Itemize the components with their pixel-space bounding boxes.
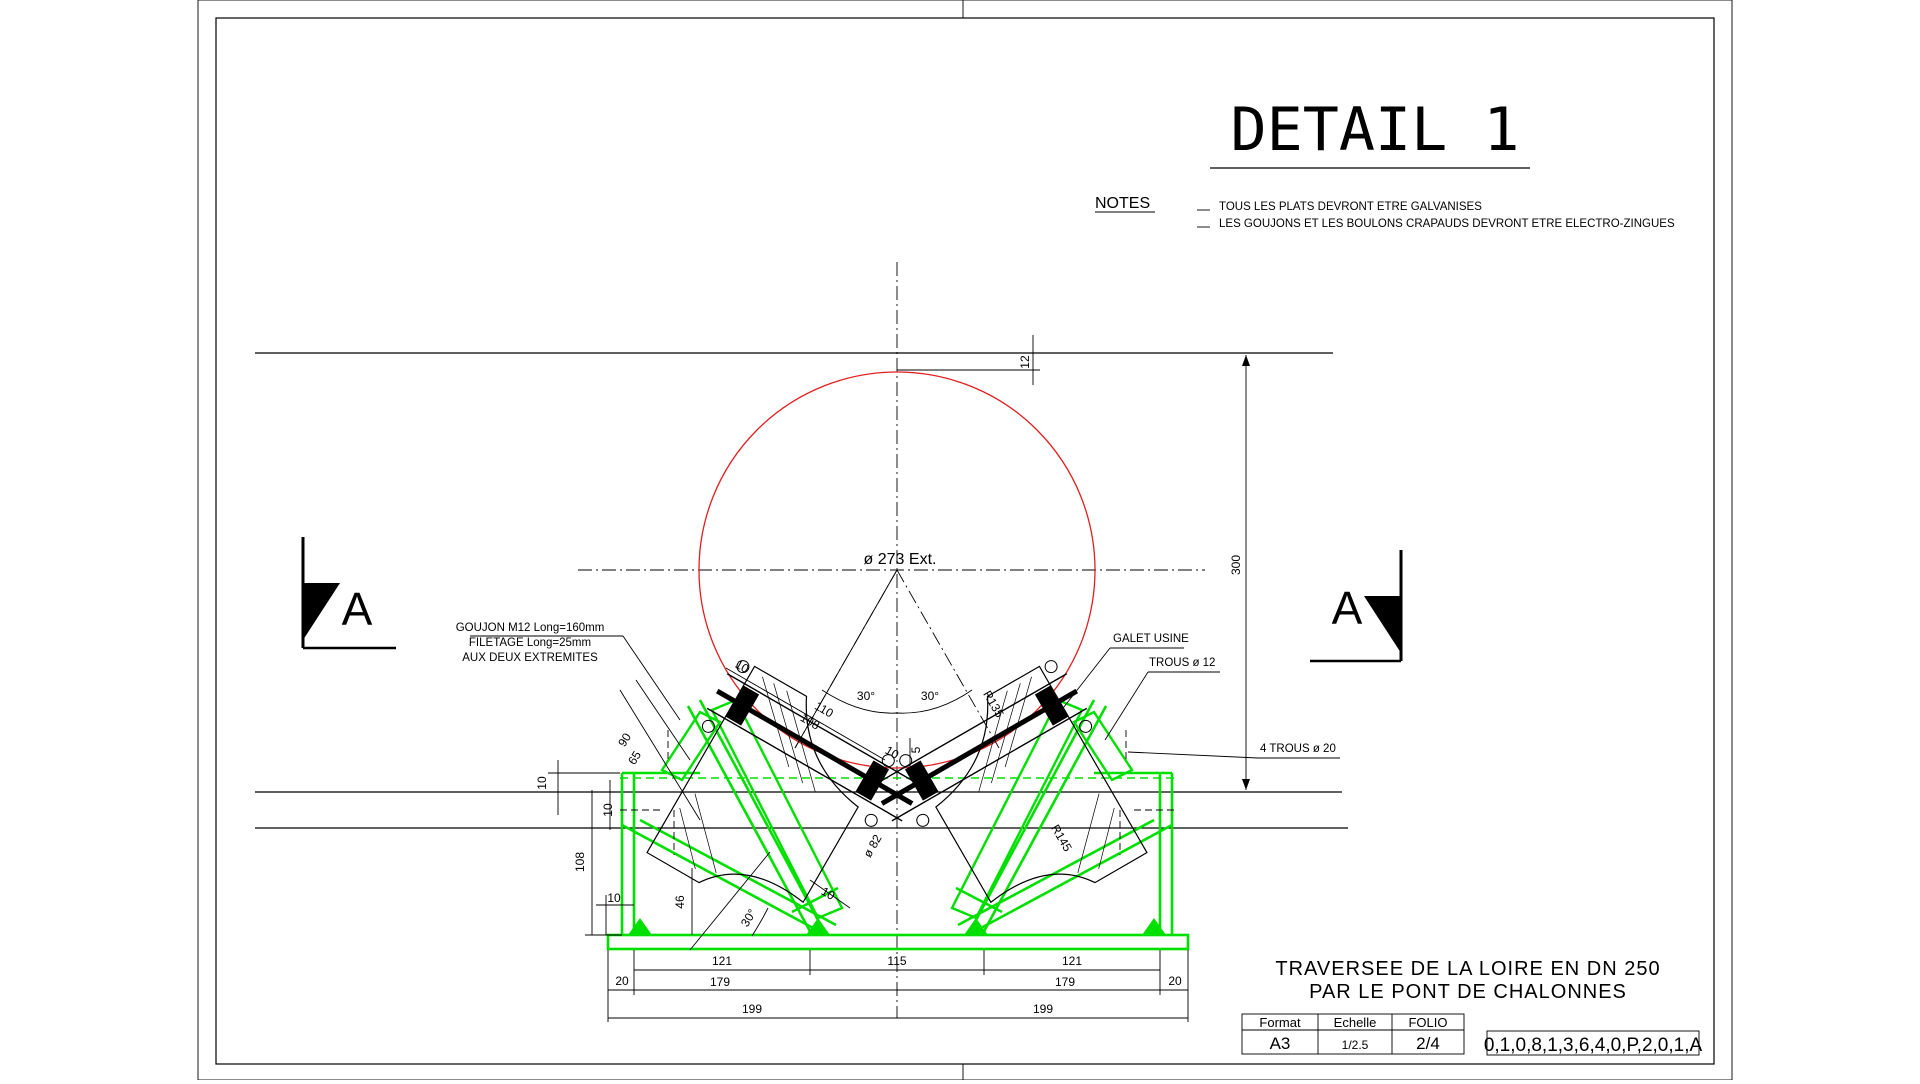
note-item: LES GOUJONS ET LES BOULONS CRAPAUDS DEVR… <box>1219 218 1675 230</box>
svg-text:FOLIO: FOLIO <box>1408 1015 1447 1030</box>
svg-text:108: 108 <box>573 852 587 872</box>
svg-text:Format: Format <box>1259 1015 1301 1030</box>
svg-text:R135: R135 <box>980 688 1007 720</box>
svg-text:4 TROUS ø 20: 4 TROUS ø 20 <box>1260 743 1336 755</box>
drawing-title: DETAIL 1 <box>1231 95 1520 165</box>
left-support-frame <box>620 698 844 937</box>
right-roller <box>871 660 1148 904</box>
svg-text:1/2.5: 1/2.5 <box>1342 1038 1369 1052</box>
section-marker-right: A <box>1310 550 1403 663</box>
drawing-number: 0,1,0,8,1,3,6,4,0,P,2,0,1,A <box>1484 1035 1703 1056</box>
svg-text:30°: 30° <box>921 689 939 703</box>
svg-text:199: 199 <box>742 1002 762 1016</box>
svg-text:FILETAGE Long=25mm: FILETAGE Long=25mm <box>469 637 591 649</box>
svg-text:Echelle: Echelle <box>1334 1015 1377 1030</box>
section-marker-left: A <box>301 537 396 650</box>
svg-text:179: 179 <box>1055 975 1075 989</box>
note-item: TOUS LES PLATS DEVRONT ETRE GALVANISES <box>1219 201 1482 213</box>
callout-galet: GALET USINE <box>1059 633 1189 713</box>
title-block: TRAVERSEE DE LA LOIRE EN DN 250 PAR LE P… <box>1241 958 1703 1056</box>
svg-text:10: 10 <box>883 743 902 762</box>
svg-text:2/4: 2/4 <box>1416 1034 1440 1053</box>
svg-text:A3: A3 <box>1270 1034 1291 1053</box>
svg-text:10: 10 <box>601 803 615 817</box>
svg-text:10: 10 <box>733 657 752 676</box>
svg-text:GALET USINE: GALET USINE <box>1113 633 1189 645</box>
dim-height: 300 <box>1229 355 1250 790</box>
svg-text:46: 46 <box>673 895 687 909</box>
right-support-frame <box>950 698 1174 937</box>
dim-top-gap: 12 <box>897 335 1040 385</box>
bottom-dimensions: 121 115 121 20 179 179 20 199 199 <box>607 950 1189 1022</box>
svg-text:TROUS ø 12: TROUS ø 12 <box>1149 657 1215 669</box>
svg-text:121: 121 <box>1062 954 1082 968</box>
svg-text:R145: R145 <box>1048 822 1075 854</box>
svg-text:199: 199 <box>1033 1002 1053 1016</box>
callout-quatre-trous: 4 TROUS ø 20 <box>1127 743 1340 759</box>
svg-text:300: 300 <box>1229 555 1243 575</box>
svg-text:A: A <box>1332 582 1363 634</box>
svg-text:10: 10 <box>607 891 621 905</box>
pipe-label: ø 273 Ext. <box>864 551 937 568</box>
svg-text:5: 5 <box>909 746 923 753</box>
left-roller <box>646 660 923 904</box>
base-plate <box>606 933 1190 951</box>
svg-text:121: 121 <box>712 954 732 968</box>
svg-text:65: 65 <box>625 748 644 767</box>
svg-text:20: 20 <box>615 974 629 988</box>
pipe-outline <box>698 371 1096 769</box>
svg-text:90: 90 <box>615 730 634 749</box>
svg-text:20: 20 <box>1168 974 1182 988</box>
svg-text:115: 115 <box>887 954 906 968</box>
notes-heading: NOTES <box>1095 195 1150 212</box>
project-title-line2: PAR LE PONT DE CHALONNES <box>1309 981 1627 1003</box>
notes-block: NOTES TOUS LES PLATS DEVRONT ETRE GALVAN… <box>1095 195 1675 230</box>
svg-text:10: 10 <box>535 776 549 790</box>
svg-text:AUX DEUX EXTREMITES: AUX DEUX EXTREMITES <box>462 652 598 664</box>
svg-text:ø 82: ø 82 <box>860 832 884 860</box>
svg-text:GOUJON M12 Long=160mm: GOUJON M12 Long=160mm <box>456 622 605 634</box>
svg-text:30°: 30° <box>738 906 760 929</box>
callout-goujon: GOUJON M12 Long=160mm FILETAGE Long=25mm… <box>456 622 681 721</box>
svg-text:10: 10 <box>819 884 838 903</box>
svg-text:12: 12 <box>1018 355 1032 369</box>
svg-text:179: 179 <box>710 975 730 989</box>
svg-text:A: A <box>342 583 373 635</box>
project-title-line1: TRAVERSEE DE LA LOIRE EN DN 250 <box>1275 958 1660 980</box>
callout-trous: TROUS ø 12 <box>1104 657 1220 741</box>
svg-text:30°: 30° <box>857 689 875 703</box>
